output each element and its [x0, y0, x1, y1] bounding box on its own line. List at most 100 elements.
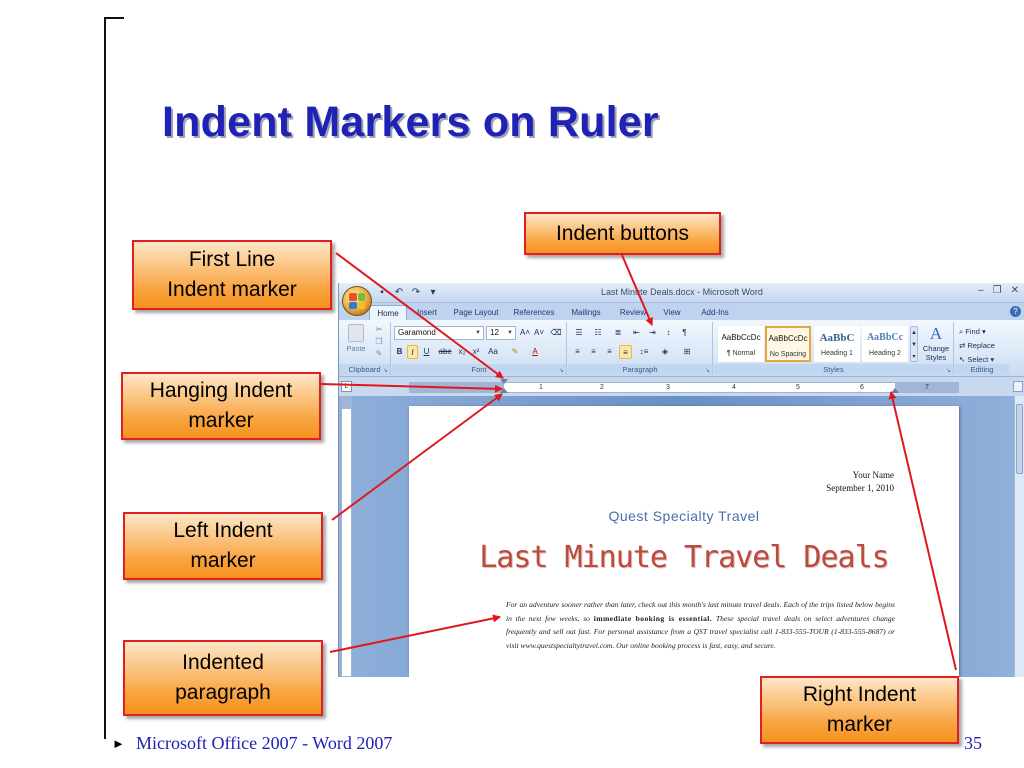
title-bar: ▪ ↶ ↷ ▾ Last Minute Deals.docx - Microso…	[339, 283, 1024, 303]
change-case-icon[interactable]: Aa	[488, 347, 498, 356]
tab-view[interactable]: View	[663, 308, 681, 317]
hanging-indent-marker[interactable]	[500, 388, 508, 393]
ribbon: Paste ✂ ❐ ✎ Clipboard ↘ Garamond▼ 12▼ A˄…	[339, 320, 1024, 377]
first-line-indent-marker[interactable]	[500, 379, 508, 384]
restore-icon[interactable]: ❐	[992, 285, 1002, 296]
ribbon-tabs: Home Insert Page Layout References Maili…	[339, 303, 1024, 320]
view-ruler-icon[interactable]	[1013, 381, 1023, 392]
ruler-number: 2	[600, 384, 604, 391]
tab-home[interactable]: Home	[369, 305, 407, 320]
bullets-icon[interactable]: ☰	[575, 328, 583, 337]
styles-launcher-icon[interactable]: ↘	[945, 368, 951, 374]
tab-references[interactable]: References	[513, 308, 555, 317]
vertical-scrollbar[interactable]	[1014, 396, 1024, 677]
paste-button[interactable]: Paste	[343, 324, 369, 360]
style-heading-2[interactable]: AaBbCc Heading 2	[862, 326, 908, 362]
cursor-icon: ↖	[959, 355, 966, 364]
italic-icon[interactable]: I	[407, 345, 418, 359]
styles-group: AaBbCcDc ¶ Normal AaBbCcDc No Spacing Aa…	[714, 322, 954, 375]
font-name-box[interactable]: Garamond▼	[394, 326, 484, 340]
paragraph-group: ☰ ☷ ≣ ⇤ ⇥ ↕ ¶ ≡ ≡ ≡ ≡ ↕≡ ◈ ⊞ Paragraph ↘	[568, 322, 713, 375]
tab-selector-icon[interactable]: L	[341, 381, 352, 392]
format-painter-icon[interactable]: ✎	[375, 349, 383, 358]
scrollbar-thumb[interactable]	[1016, 404, 1023, 474]
chevron-down-icon: ▼	[475, 330, 481, 336]
change-styles-icon: A	[929, 324, 943, 343]
strikethrough-icon[interactable]: abc	[438, 347, 452, 356]
increase-indent-icon[interactable]: ⇥	[649, 328, 656, 337]
font-size-box[interactable]: 12▼	[486, 326, 516, 340]
align-center-icon[interactable]: ≡	[591, 347, 596, 356]
word-window: ▪ ↶ ↷ ▾ Last Minute Deals.docx - Microso…	[338, 283, 1024, 677]
chevron-down-icon: ▼	[507, 330, 513, 336]
superscript-icon[interactable]: x²	[472, 347, 480, 356]
horizontal-ruler[interactable]: 1 2 3 4 5 6 7	[409, 379, 959, 393]
numbering-icon[interactable]: ☷	[594, 328, 602, 337]
tab-insert[interactable]: Insert	[416, 308, 437, 317]
slide-frame-left	[104, 17, 106, 739]
binoculars-icon: ⌕	[959, 327, 964, 336]
ruler-number: 5	[796, 384, 800, 391]
clear-formatting-icon[interactable]: ⌫	[550, 328, 562, 337]
tab-mailings[interactable]: Mailings	[571, 308, 601, 317]
slide-footer: Microsoft Office 2007 - Word 2007	[136, 733, 393, 753]
footer-bullet-icon: ►	[112, 736, 125, 751]
replace-button[interactable]: ⇄ Replace	[959, 341, 995, 350]
editing-group-label: Editing	[955, 364, 1009, 375]
find-button[interactable]: ⌕ Find ▾	[959, 327, 986, 336]
borders-icon[interactable]: ⊞	[683, 347, 691, 356]
minimize-icon[interactable]: –	[978, 285, 984, 296]
close-icon[interactable]: ✕	[1010, 285, 1019, 296]
doc-company-name: Quest Specialty Travel	[608, 508, 760, 524]
justify-icon[interactable]: ≡	[619, 345, 632, 359]
line-spacing-icon[interactable]: ↕≡	[639, 347, 649, 356]
change-styles-button[interactable]: A Change Styles	[922, 324, 950, 362]
sort-icon[interactable]: ↕	[666, 328, 671, 337]
tab-add-ins[interactable]: Add-Ins	[701, 308, 729, 317]
grow-font-icon[interactable]: A˄	[519, 328, 530, 337]
office-button[interactable]	[342, 286, 372, 316]
help-icon[interactable]: ?	[1010, 306, 1021, 317]
style-no-spacing[interactable]: AaBbCcDc No Spacing	[765, 326, 811, 362]
show-marks-icon[interactable]: ¶	[682, 328, 687, 337]
ruler-number: 6	[860, 384, 864, 391]
shading-icon[interactable]: ◈	[661, 347, 669, 356]
ruler-number: 3	[666, 384, 670, 391]
subscript-icon[interactable]: x₂	[458, 347, 466, 356]
font-color-icon[interactable]: A	[532, 347, 538, 356]
align-right-icon[interactable]: ≡	[607, 347, 612, 356]
highlight-icon[interactable]: ✎	[511, 347, 519, 356]
tab-review[interactable]: Review	[619, 308, 647, 317]
select-button[interactable]: ↖ Select ▾	[959, 355, 995, 364]
styles-scroll-icon[interactable]: ▲▼▾	[910, 326, 918, 362]
shrink-font-icon[interactable]: A˅	[533, 328, 544, 337]
editing-group: ⌕ Find ▾ ⇄ Replace ↖ Select ▾ Editing	[955, 322, 1009, 375]
styles-group-label: Styles	[714, 364, 953, 375]
tab-page-layout[interactable]: Page Layout	[453, 308, 499, 317]
copy-icon[interactable]: ❐	[375, 337, 383, 346]
style-normal[interactable]: AaBbCcDc ¶ Normal	[718, 326, 764, 362]
underline-icon[interactable]: U	[423, 347, 430, 356]
document-page[interactable]: Your Name September 1, 2010 Quest Specia…	[409, 406, 959, 677]
cut-icon[interactable]: ✂	[375, 325, 383, 334]
ruler-number: 7	[925, 384, 929, 391]
font-group: Garamond▼ 12▼ A˄ A˅ ⌫ B I U abc x₂ x² Aa…	[392, 322, 567, 375]
slide-page-number: 35	[964, 733, 982, 753]
multilevel-list-icon[interactable]: ≣	[614, 328, 622, 337]
style-heading-1[interactable]: AaBbC Heading 1	[814, 326, 860, 362]
paragraph-launcher-icon[interactable]: ↘	[704, 368, 710, 374]
doc-author-name: Your Name	[852, 470, 894, 480]
document-area: Your Name September 1, 2010 Quest Specia…	[339, 396, 1015, 677]
bold-icon[interactable]: B	[396, 347, 403, 356]
paragraph-group-label: Paragraph	[568, 364, 712, 375]
vertical-ruler	[341, 396, 352, 677]
clipboard-launcher-icon[interactable]: ↘	[382, 368, 388, 374]
right-indent-marker[interactable]	[891, 388, 899, 393]
window-controls: – ❐ ✕	[978, 285, 1019, 296]
align-left-icon[interactable]: ≡	[575, 347, 580, 356]
font-launcher-icon[interactable]: ↘	[558, 368, 564, 374]
decrease-indent-icon[interactable]: ⇤	[633, 328, 640, 337]
